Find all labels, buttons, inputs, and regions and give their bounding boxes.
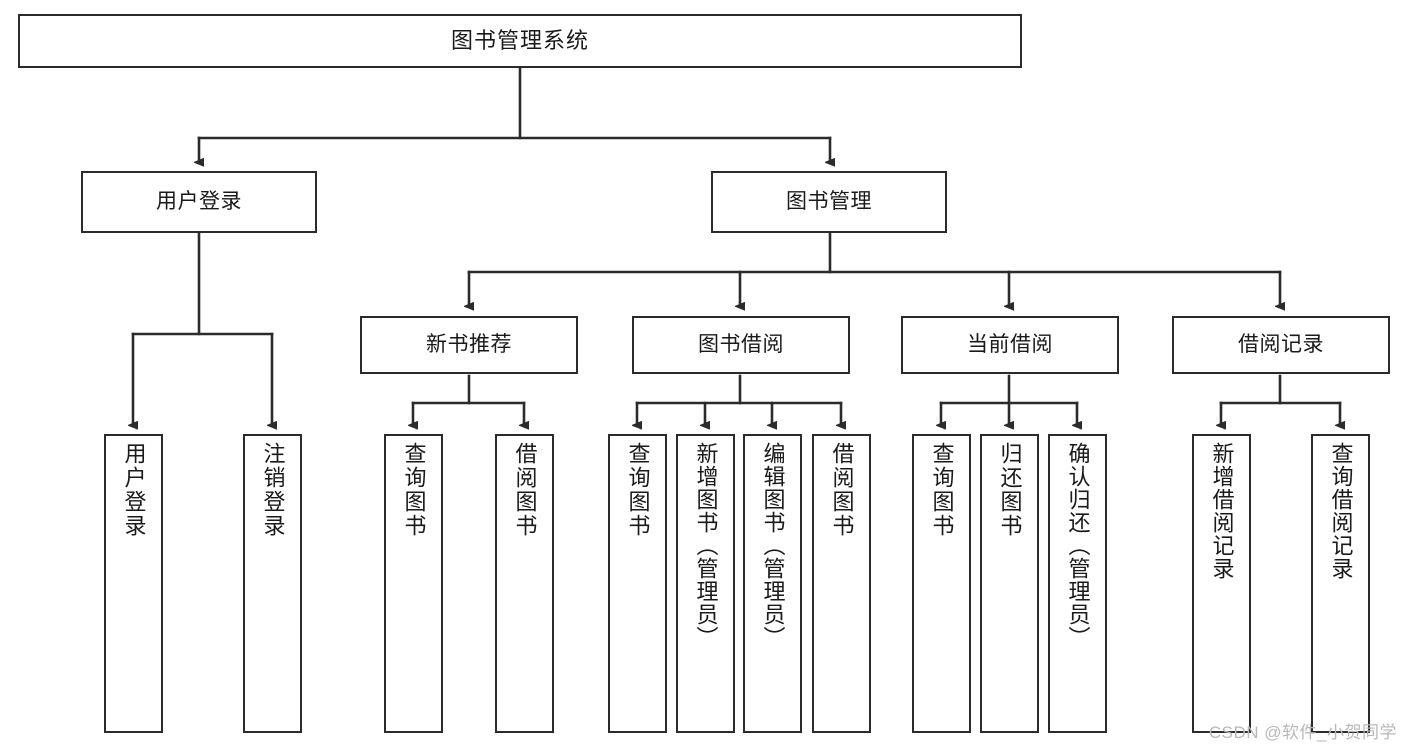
node-label: 图书管理 bbox=[786, 189, 872, 213]
node-label: 借阅图书 bbox=[512, 442, 538, 538]
leaf-return-book[interactable]: 归还图书 bbox=[980, 434, 1039, 733]
node-label: 图书管理系统 bbox=[450, 28, 589, 54]
node-label: 查询图书 bbox=[401, 442, 427, 538]
node-label: 编辑图书（管理员） bbox=[760, 442, 786, 649]
node-book-management[interactable]: 图书管理 bbox=[711, 171, 947, 233]
node-user-login[interactable]: 用户登录 bbox=[81, 171, 317, 233]
leaf-borrow-book-borrow[interactable]: 借阅图书 bbox=[812, 434, 871, 733]
node-label: 新增图书（管理员） bbox=[693, 442, 719, 649]
leaf-query-book-rec[interactable]: 查询图书 bbox=[384, 434, 443, 733]
node-new-book-recommendation[interactable]: 新书推荐 bbox=[360, 316, 578, 374]
node-label: 确认归还（管理员） bbox=[1065, 442, 1091, 649]
node-label: 查询图书 bbox=[625, 442, 651, 538]
node-label: 查询借阅记录 bbox=[1328, 442, 1354, 580]
leaf-add-book-admin[interactable]: 新增图书（管理员） bbox=[676, 434, 735, 733]
leaf-logout[interactable]: 注销登录 bbox=[243, 434, 302, 733]
leaf-edit-book-admin[interactable]: 编辑图书（管理员） bbox=[743, 434, 802, 733]
node-book-borrowing[interactable]: 图书借阅 bbox=[632, 316, 850, 374]
node-label: 借阅记录 bbox=[1238, 332, 1324, 356]
node-current-borrowing[interactable]: 当前借阅 bbox=[901, 316, 1119, 374]
node-label: 查询图书 bbox=[929, 442, 955, 538]
node-label: 归还图书 bbox=[997, 442, 1023, 538]
leaf-confirm-return-admin[interactable]: 确认归还（管理员） bbox=[1048, 434, 1107, 733]
node-label: 新书推荐 bbox=[426, 332, 512, 356]
node-root-system[interactable]: 图书管理系统 bbox=[18, 14, 1022, 68]
node-label: 借阅图书 bbox=[829, 442, 855, 538]
node-label: 注销登录 bbox=[260, 442, 286, 538]
leaf-add-borrow-record[interactable]: 新增借阅记录 bbox=[1192, 434, 1251, 733]
leaf-query-book-current[interactable]: 查询图书 bbox=[912, 434, 971, 733]
node-label: 用户登录 bbox=[156, 189, 242, 213]
leaf-borrow-book-rec[interactable]: 借阅图书 bbox=[495, 434, 554, 733]
node-label: 新增借阅记录 bbox=[1209, 442, 1235, 580]
node-label: 图书借阅 bbox=[698, 332, 784, 356]
leaf-query-borrow-record[interactable]: 查询借阅记录 bbox=[1311, 434, 1370, 733]
node-borrowing-record[interactable]: 借阅记录 bbox=[1172, 316, 1390, 374]
node-label: 当前借阅 bbox=[967, 332, 1053, 356]
csdn-watermark: CSDN @软件_小贺同学 bbox=[1208, 723, 1397, 742]
leaf-user-login[interactable]: 用户登录 bbox=[104, 434, 163, 733]
leaf-query-book-borrow[interactable]: 查询图书 bbox=[608, 434, 667, 733]
node-label: 用户登录 bbox=[121, 442, 147, 538]
